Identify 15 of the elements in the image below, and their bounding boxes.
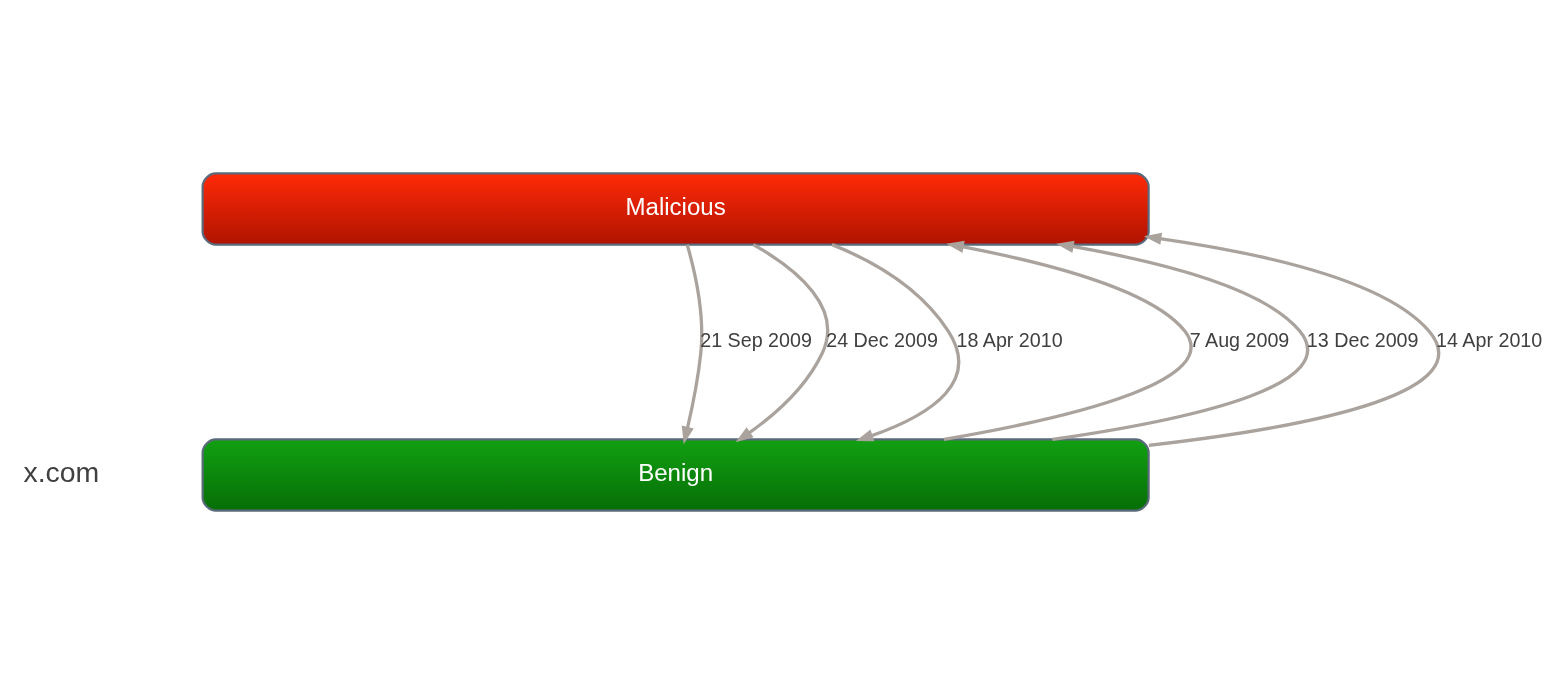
arrow — [681, 243, 704, 444]
label: x.com — [23, 455, 100, 488]
node-box: Malicious — [201, 171, 1150, 246]
arrow — [1143, 232, 1440, 447]
node-box: Benign — [201, 437, 1150, 512]
arrow — [735, 242, 830, 442]
edge-label: 7 Aug 2009 — [1189, 328, 1290, 351]
edge-label: 24 Dec 2009 — [826, 328, 938, 351]
edge-label: 18 Apr 2010 — [956, 328, 1063, 351]
arrow — [831, 242, 961, 441]
arrow — [943, 240, 1193, 441]
edge-label: 14 Apr 2010 — [1436, 328, 1543, 351]
edge-label: 21 Sep 2009 — [700, 328, 812, 351]
edge-label: 13 Dec 2009 — [1306, 328, 1419, 351]
arrow — [1052, 240, 1309, 441]
